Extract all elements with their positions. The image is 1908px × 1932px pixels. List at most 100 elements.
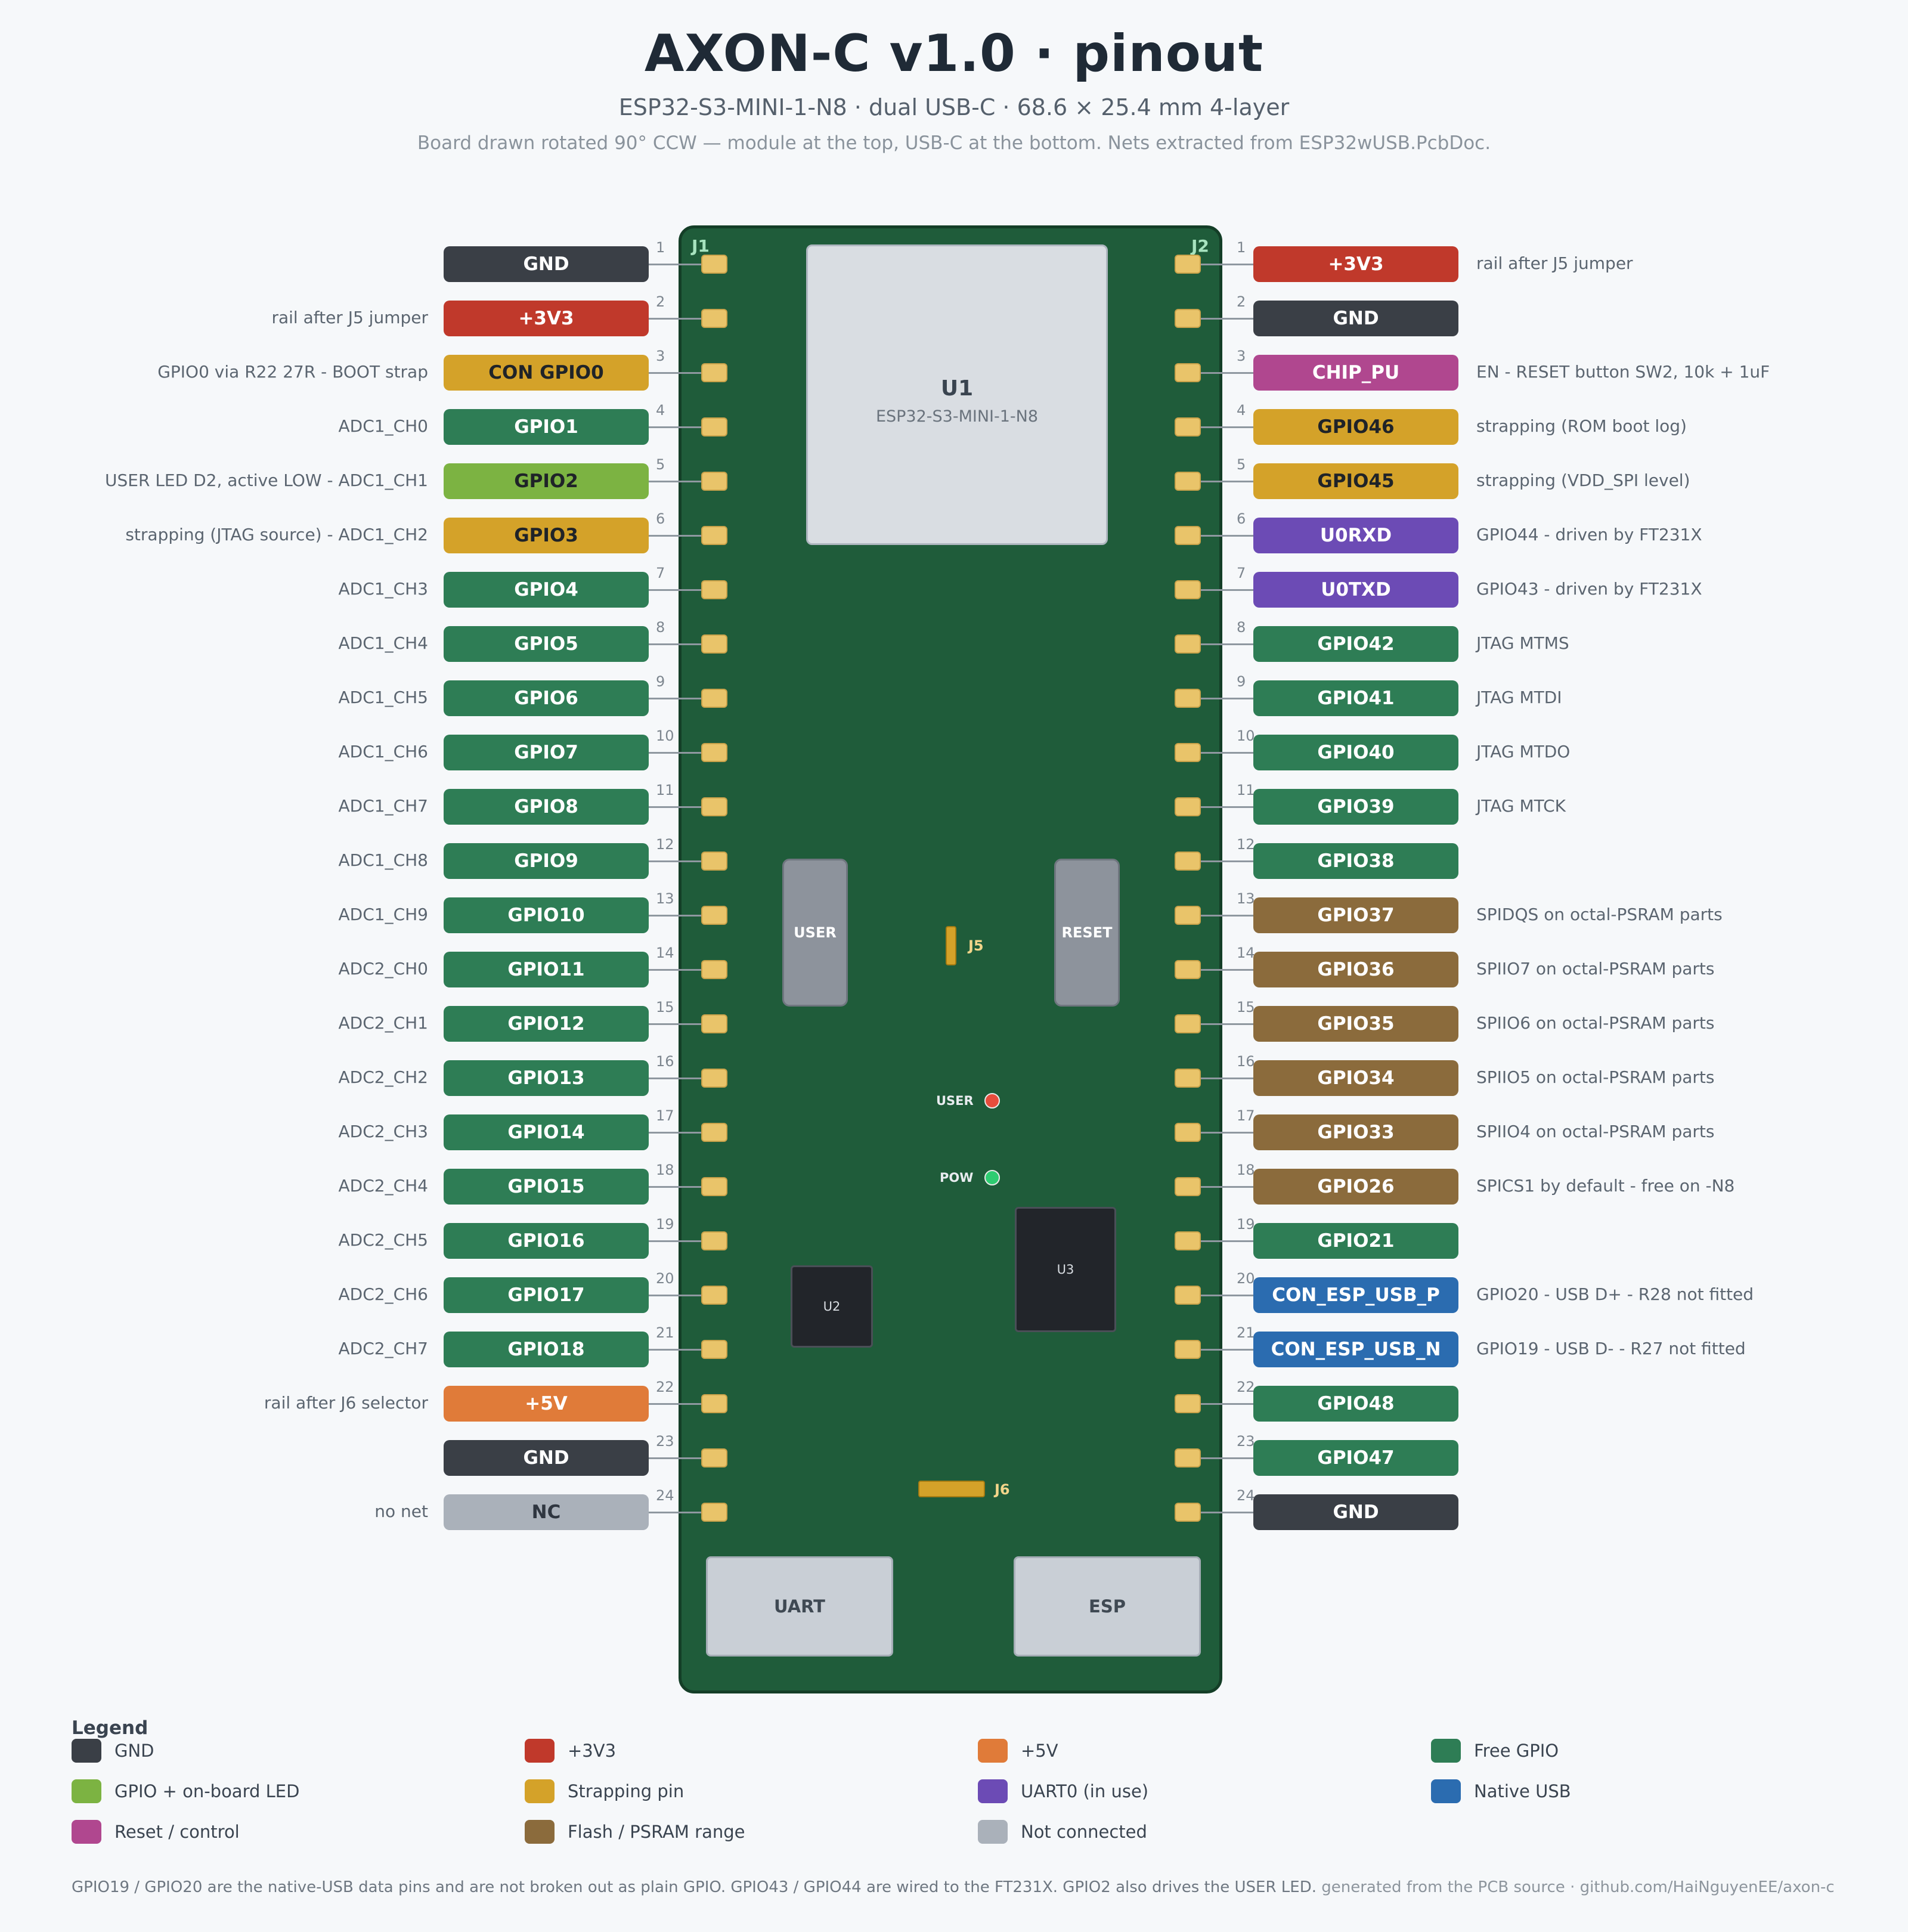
j2-pin-number: 23 [1237,1433,1255,1450]
j2-pin-lead [1201,915,1255,917]
j2-pin-lead [1201,1023,1255,1025]
j1-pin-lead [649,1403,702,1405]
j2-pin-lead [1201,1349,1255,1351]
j2-pin-label: +3V3 [1253,246,1458,282]
j2-pin-number: 12 [1237,836,1255,853]
j2-pin-description: SPIIO5 on octal-PSRAM parts [1476,1067,1715,1087]
legend-swatch [72,1820,101,1844]
j1-pin-pad [701,743,727,762]
j2-pin-number: 1 [1237,239,1246,256]
j2-pin-description: GPIO43 - driven by FT231X [1476,579,1702,599]
j2-pin-lead [1201,752,1255,754]
legend-swatch [978,1739,1008,1763]
j2-pin-number: 2 [1237,293,1246,310]
j2-pin-label: GPIO41 [1253,680,1458,716]
j1-pin-description: strapping (JTAG source) - ADC1_CH2 [125,525,428,544]
j2-pin-description: strapping (VDD_SPI level) [1476,470,1690,490]
j1-pin-label: GPIO11 [444,952,649,987]
header-j1-label: J1 [692,236,710,256]
j1-pin-number: 6 [656,510,665,527]
j2-pin-description: JTAG MTMS [1476,633,1569,653]
j1-pin-label: GPIO12 [444,1006,649,1042]
j1-pin-pad [701,255,727,274]
j1-pin-label: GPIO2 [444,463,649,499]
legend-label: Not connected [1021,1822,1147,1842]
j2-pin-number: 16 [1237,1053,1255,1070]
j1-pin-description: ADC1_CH8 [338,850,429,870]
j2-pin-description: SPIIO6 on octal-PSRAM parts [1476,1013,1715,1033]
legend-swatch [1431,1739,1461,1763]
j1-pin-label: NC [444,1494,649,1530]
j1-pin-description: ADC1_CH9 [338,905,429,924]
j2-pin-description: SPIIO7 on octal-PSRAM parts [1476,959,1715,979]
j1-pin-description: GPIO0 via R22 27R - BOOT strap [157,362,428,382]
j1-pin-description: ADC1_CH6 [338,742,429,761]
j1-pin-label: GPIO6 [444,680,649,716]
j2-pin-description: strapping (ROM boot log) [1476,416,1687,436]
j1-pin-label: GPIO10 [444,897,649,933]
legend-item: +5V [978,1736,1058,1765]
j1-pin-label: GPIO18 [444,1332,649,1367]
j2-pin-lead [1201,589,1255,591]
j2-pin-label: U0TXD [1253,572,1458,608]
j1-pin-lead [649,535,702,537]
j1-pin-lead [649,643,702,645]
ic-u2: U2 [791,1265,873,1348]
j1-pin-pad [701,417,727,436]
j1-pin-lead [649,589,702,591]
j2-pin-number: 10 [1237,727,1255,744]
reset-button: RESET [1054,859,1120,1007]
legend-swatch [525,1779,555,1803]
j1-pin-number: 2 [656,293,665,310]
j2-pin-pad [1175,472,1201,491]
j1-pin-label: GPIO7 [444,735,649,770]
j1-pin-number: 3 [656,348,665,364]
usb-c-esp-connector: ESP [1014,1556,1201,1657]
jumper-j5 [946,926,956,965]
j2-pin-lead [1201,426,1255,428]
j2-pin-description: SPIDQS on octal-PSRAM parts [1476,905,1723,924]
j2-pin-lead [1201,1132,1255,1134]
j2-pin-pad [1175,743,1201,762]
j1-pin-description: ADC2_CH2 [338,1067,429,1087]
j1-pin-label: GND [444,246,649,282]
user-button: USER [782,859,848,1007]
page-subtitle: ESP32-S3-MINI-1-N8 · dual USB-C · 68.6 ×… [618,94,1290,120]
j1-pin-number: 10 [656,727,674,744]
legend-item: GPIO + on-board LED [72,1777,299,1806]
j1-pin-description: ADC2_CH5 [338,1230,429,1250]
j1-pin-lead [649,1349,702,1351]
j2-pin-label: GPIO45 [1253,463,1458,499]
j1-pin-lead [649,698,702,699]
page-note: Board drawn rotated 90° CCW — module at … [417,132,1491,154]
j2-pin-number: 5 [1237,456,1246,473]
legend-item: Reset / control [72,1818,240,1846]
j2-pin-description: SPIIO4 on octal-PSRAM parts [1476,1122,1715,1141]
j2-pin-number: 7 [1237,565,1246,581]
j2-pin-pad [1175,1069,1201,1088]
j1-pin-lead [649,1240,702,1242]
j2-pin-pad [1175,634,1201,654]
j2-pin-description: GPIO20 - USB D+ - R28 not fitted [1476,1284,1754,1304]
j2-pin-pad [1175,960,1201,979]
j2-pin-label: GPIO34 [1253,1060,1458,1096]
j2-pin-lead [1201,1186,1255,1188]
j1-pin-label: GPIO3 [444,518,649,553]
j2-pin-lead [1201,264,1255,265]
j2-pin-lead [1201,860,1255,862]
j1-pin-lead [649,806,702,808]
ic-u3: U3 [1015,1207,1116,1332]
user-led [984,1093,1000,1109]
j1-pin-lead [649,372,702,374]
j1-pin-number: 5 [656,456,665,473]
j1-pin-label: +5V [444,1386,649,1422]
j2-pin-label: GPIO33 [1253,1114,1458,1150]
j2-pin-pad [1175,1503,1201,1522]
j1-pin-label: CON GPIO0 [444,355,649,391]
j1-pin-pad [701,526,727,545]
legend-item: Flash / PSRAM range [525,1818,745,1846]
j1-pin-description: ADC2_CH6 [338,1284,429,1304]
j1-pin-number: 24 [656,1487,674,1504]
page-title: AXON-C v1.0 · pinout [644,24,1264,83]
legend-label: Flash / PSRAM range [568,1822,745,1842]
